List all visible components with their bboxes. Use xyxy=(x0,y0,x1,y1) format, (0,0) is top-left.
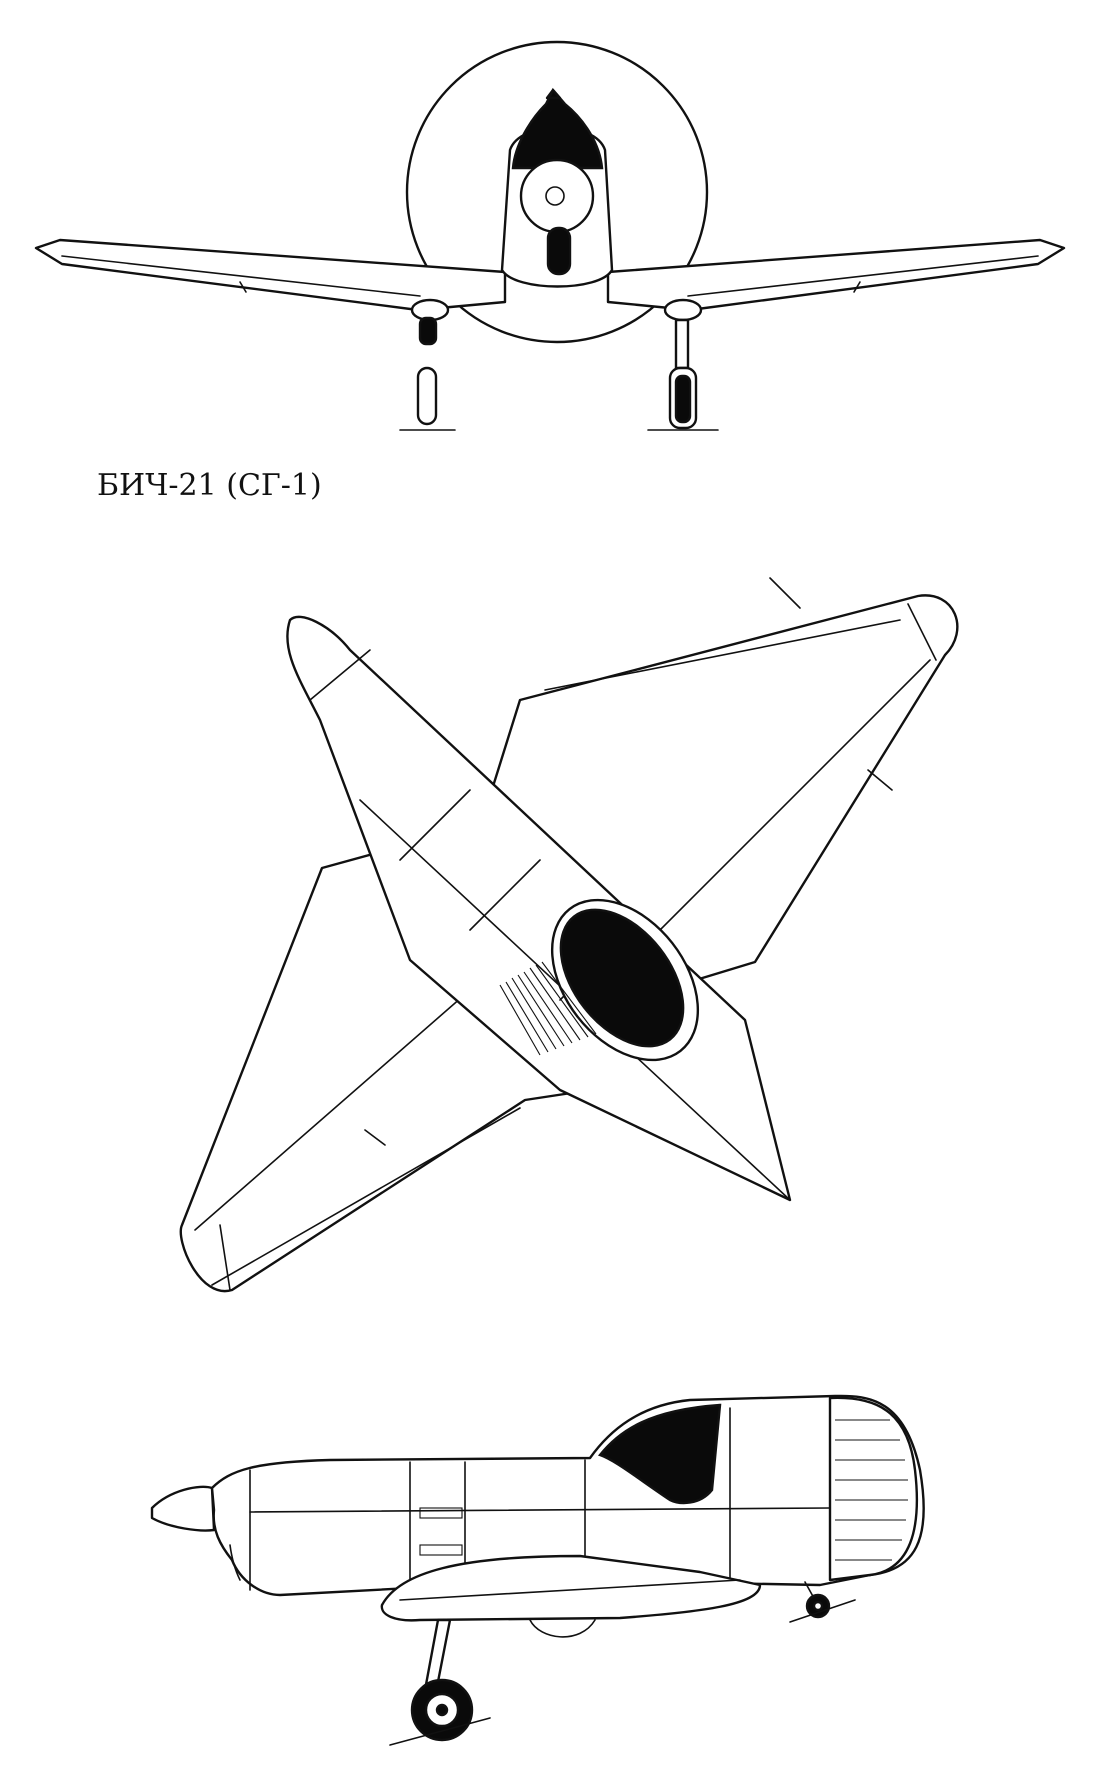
front-view xyxy=(34,40,1066,431)
pitot-line xyxy=(769,577,801,609)
louver-lower xyxy=(419,1544,463,1556)
canopy-glass xyxy=(559,908,685,1048)
right-gear-wheel xyxy=(674,374,692,424)
lower-wing-tick xyxy=(364,1129,386,1146)
nose-joint xyxy=(309,649,371,701)
side-fuselage xyxy=(210,1394,925,1597)
aircraft-caption: БИЧ-21 (СГ-1) xyxy=(97,468,322,503)
spinner xyxy=(511,87,604,170)
intake-hub xyxy=(545,186,565,206)
left-wing-hinge xyxy=(239,281,247,293)
left-gear-stub xyxy=(418,316,438,346)
upper-wing-flap-line xyxy=(544,619,901,691)
upper-wing-tip-joint xyxy=(907,603,937,661)
rudder xyxy=(828,1396,919,1582)
upper-wing-tick xyxy=(867,769,893,791)
right-gear-strut xyxy=(674,318,690,370)
lower-intake xyxy=(546,226,572,276)
side-spinner xyxy=(150,1485,216,1532)
side-ground-line-rear xyxy=(789,1599,856,1623)
lower-wing-flap-line xyxy=(194,989,471,1231)
tail-wheel xyxy=(416,366,438,426)
tail-wheel-hub xyxy=(812,1600,824,1612)
lower-wing-tip-joint xyxy=(219,1224,231,1291)
side-ground-line-front xyxy=(389,1717,491,1746)
exhaust-slot xyxy=(229,1544,241,1581)
left-wing-aileron-line xyxy=(61,255,421,297)
louver-upper xyxy=(419,1507,463,1519)
spinner-tip xyxy=(545,88,562,100)
right-wing-hinge xyxy=(853,281,861,293)
radiator-bulge xyxy=(529,1619,596,1638)
side-panel-centerline xyxy=(249,1507,831,1513)
intake-ring xyxy=(519,158,595,234)
main-gear-axle xyxy=(435,1703,449,1717)
rudder-ribs xyxy=(835,1419,908,1561)
propeller-disc xyxy=(405,40,709,344)
side-view xyxy=(150,1394,925,1746)
side-wing-chord xyxy=(399,1579,741,1601)
side-canopy xyxy=(597,1403,722,1505)
side-wing xyxy=(380,1554,762,1622)
fuselage-frame-2 xyxy=(469,859,541,931)
lower-wing-trailing-line xyxy=(211,1107,521,1286)
planform-view xyxy=(179,577,959,1293)
upper-wing-rear-line xyxy=(639,659,931,951)
right-gear-fairing xyxy=(663,298,703,322)
right-wing-aileron-line xyxy=(687,255,1039,297)
exhaust-hatching xyxy=(499,961,597,1056)
